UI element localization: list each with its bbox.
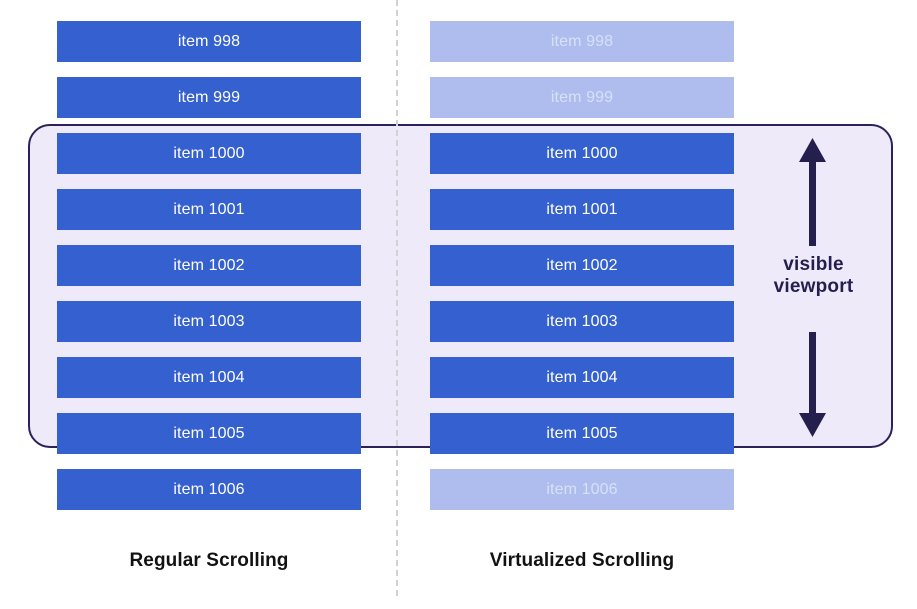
double-headed-vertical-arrow-icon [799,138,826,437]
regular-list-item[interactable]: item 1003 [57,301,361,342]
virtualized-list-item[interactable]: item 999 [430,77,734,118]
caption-regular-scrolling: Regular Scrolling [129,550,289,571]
regular-list-item[interactable]: item 999 [57,77,361,118]
regular-list-item[interactable]: item 1002 [57,245,361,286]
regular-list-item[interactable]: item 1000 [57,133,361,174]
virtualized-list-item[interactable]: item 1006 [430,469,734,510]
caption-virtualized-scrolling: Virtualized Scrolling [489,550,675,571]
annotation-line-2: viewport [773,276,854,297]
annotation-line-1: visible [783,254,844,275]
virtualized-list-item[interactable]: item 1003 [430,301,734,342]
column-divider [396,0,398,596]
regular-list-item[interactable]: item 1001 [57,189,361,230]
virtualized-list-item[interactable]: item 1001 [430,189,734,230]
virtualized-list-item[interactable]: item 1004 [430,357,734,398]
virtualized-list-item[interactable]: item 1005 [430,413,734,454]
regular-list-item[interactable]: item 1005 [57,413,361,454]
visible-viewport-annotation: visible viewport [742,136,885,441]
virtualized-list-item[interactable]: item 1000 [430,133,734,174]
virtualized-list-item[interactable]: item 998 [430,21,734,62]
visible-viewport-label: visible viewport [742,254,885,298]
regular-list-item[interactable]: item 998 [57,21,361,62]
virtualized-list-item[interactable]: item 1002 [430,245,734,286]
regular-list-item[interactable]: item 1004 [57,357,361,398]
regular-list-item[interactable]: item 1006 [57,469,361,510]
